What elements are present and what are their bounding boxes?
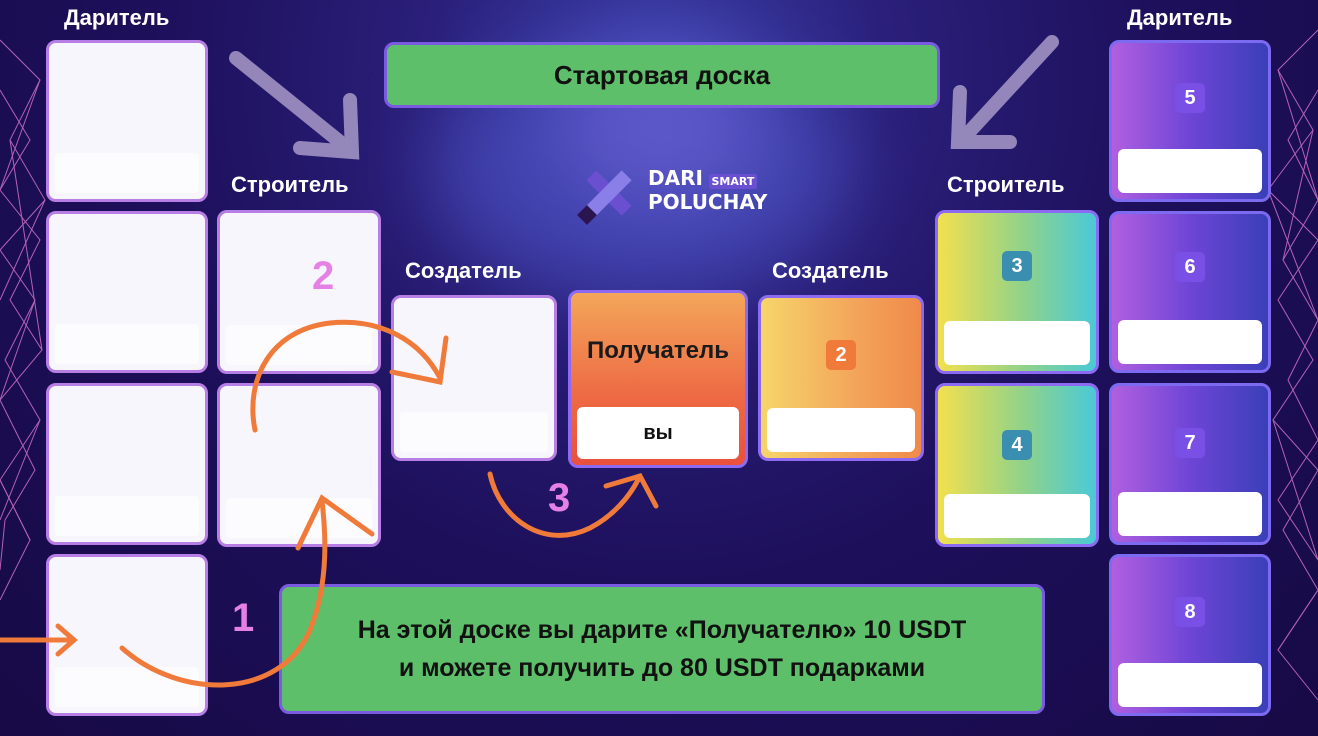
slot-card [767, 408, 915, 452]
logo: DARI SMART POLUCHAY [568, 158, 768, 228]
label-builder-left: Строитель [231, 172, 349, 197]
arrow-step3-icon [487, 471, 641, 538]
receiver-card: вы [577, 407, 739, 459]
builder-slot-right-1[interactable]: 3 [935, 210, 1099, 374]
arrow-step2-head-icon [389, 335, 449, 385]
logo-text-poluchay: POLUCHAY [648, 190, 768, 214]
donor-slot-right-3[interactable]: 7 [1109, 383, 1271, 545]
builder-slot-right-2[interactable]: 4 [935, 383, 1099, 547]
top-banner: Стартовая доска [384, 42, 940, 108]
step-number-3: 3 [548, 476, 571, 520]
label-builder-right: Строитель [947, 172, 1065, 197]
slot-number-badge: 6 [1175, 252, 1205, 282]
arrow-entry-head-icon [55, 623, 78, 657]
logo-text-dari: DARI [648, 166, 703, 190]
slot-card [1118, 663, 1262, 707]
label-donor-left: Даритель [64, 5, 170, 30]
top-banner-text: Стартовая доска [553, 60, 771, 90]
arrow-step1-icon [119, 497, 328, 688]
step-number-1: 1 [232, 596, 255, 640]
network-decoration-left [0, 39, 46, 601]
slot-card [1118, 492, 1262, 536]
slot-number-badge: 7 [1175, 428, 1205, 458]
donor-slot-left-4[interactable] [46, 554, 208, 716]
step-number-2: 2 [312, 254, 335, 298]
builder-slot-left-1[interactable] [217, 210, 381, 374]
donor-slot-right-1[interactable]: 5 [1109, 40, 1271, 202]
slot-number-badge: 4 [1002, 430, 1032, 460]
bottom-banner: На этой доске вы дарите «Получателю» 10 … [279, 584, 1045, 714]
slot-number-badge: 2 [826, 340, 856, 370]
grey-arrow-left-icon [229, 51, 360, 160]
bottom-banner-line2: и можете получить до 80 USDT подарками [398, 654, 926, 682]
arrow-step1-head-icon [295, 494, 375, 551]
receiver-card-text: вы [643, 422, 673, 444]
donor-slot-right-4[interactable]: 8 [1109, 554, 1271, 716]
slot-card [1118, 320, 1262, 364]
donor-slot-left-3[interactable] [46, 383, 208, 545]
slot-card [944, 494, 1090, 538]
logo-text-smart: SMART [708, 174, 758, 189]
donor-slot-left-1[interactable] [46, 40, 208, 202]
receiver-title: Получатель [587, 337, 729, 364]
slot-number-badge: 3 [1002, 251, 1032, 281]
network-decoration-right [1267, 29, 1318, 701]
donor-slot-right-2[interactable]: 6 [1109, 211, 1271, 373]
label-creator-right: Создатель [772, 258, 889, 283]
arrow-step3-head-icon [603, 473, 659, 509]
arrow-step2-icon [250, 319, 443, 433]
creator-slot-right[interactable]: 2 [758, 295, 924, 461]
bottom-banner-line1: На этой доске вы дарите «Получателю» 10 … [357, 616, 967, 644]
grey-arrow-right-icon [950, 35, 1059, 149]
slot-card [944, 321, 1090, 365]
label-creator-left: Создатель [405, 258, 522, 283]
slot-number-badge: 8 [1175, 597, 1205, 627]
receiver-slot[interactable]: Получатель вы [568, 290, 748, 468]
label-donor-right: Даритель [1127, 5, 1233, 30]
slot-card [1118, 149, 1262, 193]
slot-number-badge: 5 [1175, 83, 1205, 113]
donor-slot-left-2[interactable] [46, 211, 208, 373]
